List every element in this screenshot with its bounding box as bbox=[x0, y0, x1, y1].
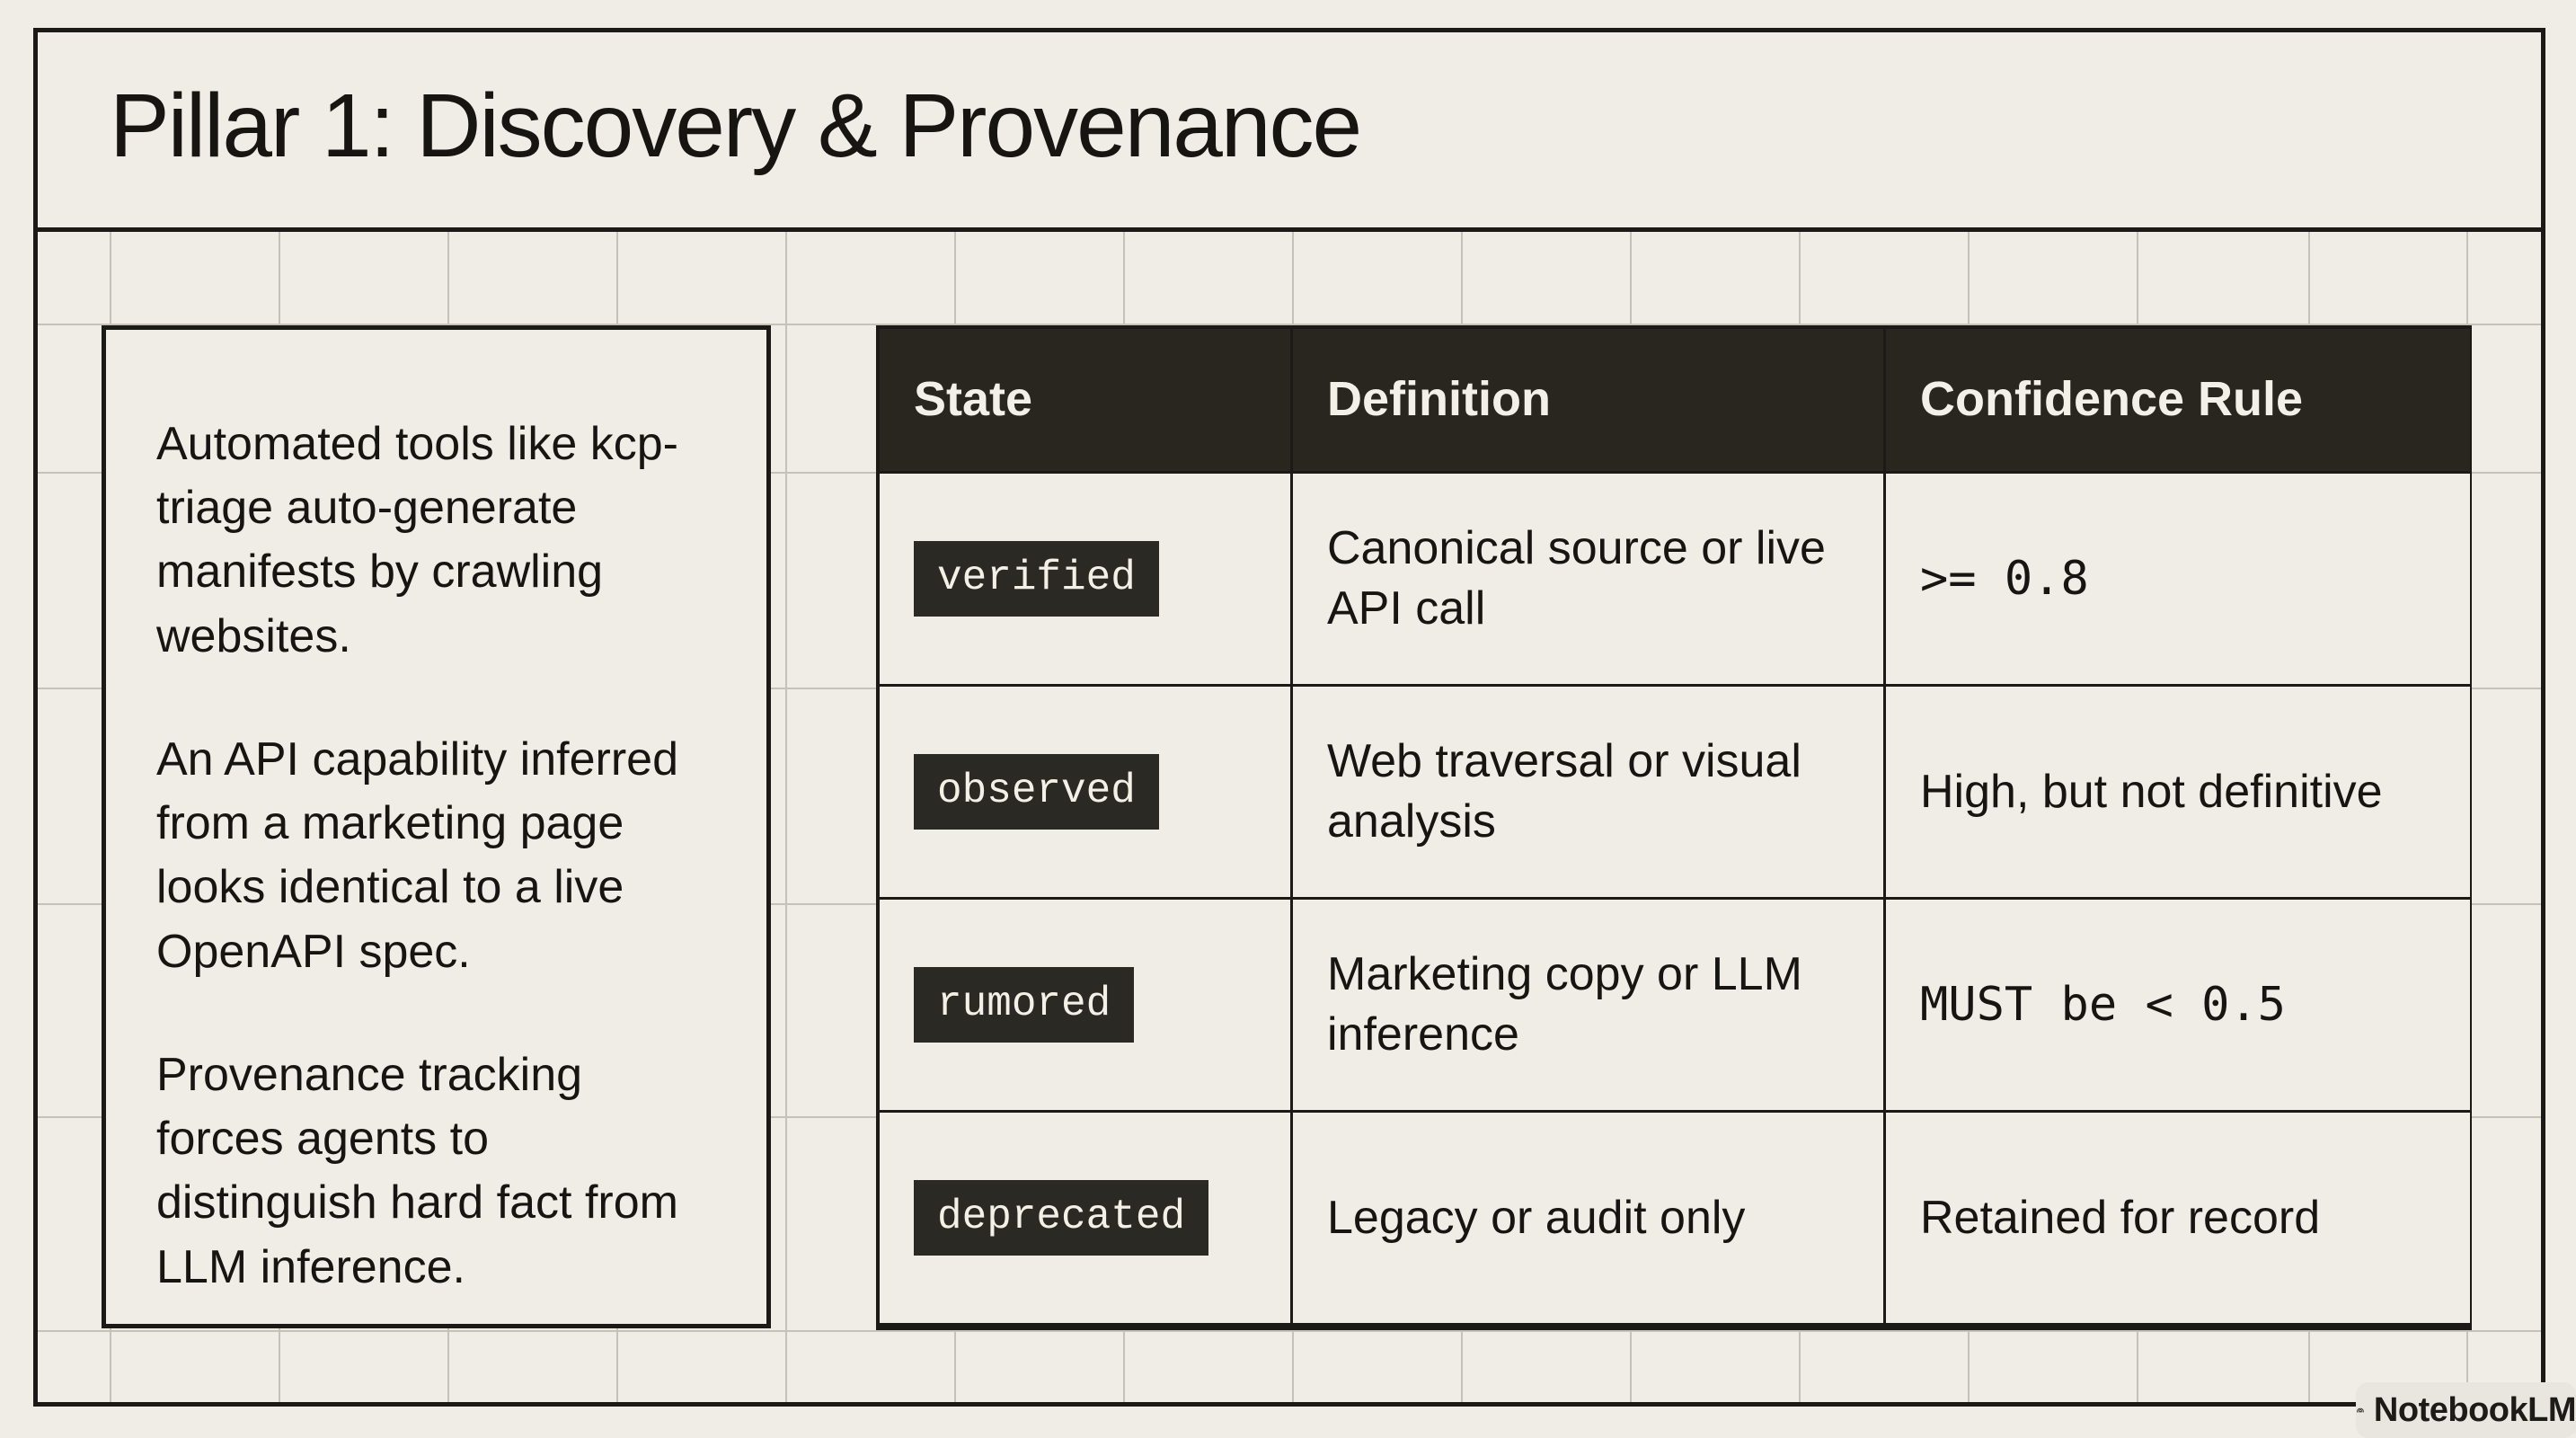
grid-line-h bbox=[33, 1330, 2545, 1332]
grid-line-v bbox=[785, 231, 787, 1407]
note-paragraph: Provenance tracking forces agents to dis… bbox=[156, 1048, 678, 1293]
left-note-panel: Automated tools like kcp-triage auto-gen… bbox=[102, 325, 771, 1328]
table-row-cell-confidence: Retained for record bbox=[1886, 1113, 2470, 1323]
grid-line-h bbox=[33, 324, 2545, 325]
table-row-cell-definition: Legacy or audit only bbox=[1293, 1113, 1883, 1323]
table-row-cell-state: rumored bbox=[880, 900, 1290, 1110]
note-paragraph: Automated tools like kcp-triage auto-gen… bbox=[156, 418, 678, 662]
state-badge: deprecated bbox=[914, 1180, 1209, 1256]
table-row-cell-confidence: High, but not definitive bbox=[1886, 687, 2470, 897]
notebooklm-watermark: NotebookLM bbox=[2356, 1382, 2576, 1438]
note-paragraph: An API capability inferred from a market… bbox=[156, 732, 678, 978]
watermark-label: NotebookLM bbox=[2373, 1390, 2576, 1429]
column-header-definition: Definition bbox=[1293, 329, 1883, 471]
table-row-cell-confidence: MUST be < 0.5 bbox=[1886, 900, 2470, 1110]
state-badge: rumored bbox=[914, 967, 1135, 1043]
state-badge: verified bbox=[914, 541, 1159, 617]
table-row-cell-definition: Marketing copy or LLM inference bbox=[1293, 900, 1883, 1110]
notebooklm-logo-icon bbox=[2357, 1407, 2364, 1413]
table-row-cell-definition: Web traversal or visual analysis bbox=[1293, 687, 1883, 897]
state-table: State Definition Confidence Rule verifie… bbox=[876, 325, 2472, 1330]
column-header-state: State bbox=[880, 329, 1290, 471]
title-separator bbox=[33, 227, 2545, 232]
column-header-confidence-rule: Confidence Rule bbox=[1886, 329, 2470, 471]
table-row-cell-state: observed bbox=[880, 687, 1290, 897]
page-title: Pillar 1: Discovery & Provenance bbox=[110, 75, 1362, 176]
table-row-cell-state: deprecated bbox=[880, 1113, 1290, 1323]
table-row-cell-confidence: >= 0.8 bbox=[1886, 474, 2470, 684]
table-row-cell-state: verified bbox=[880, 474, 1290, 684]
table-row-cell-definition: Canonical source or live API call bbox=[1293, 474, 1883, 684]
state-badge: observed bbox=[914, 754, 1159, 830]
